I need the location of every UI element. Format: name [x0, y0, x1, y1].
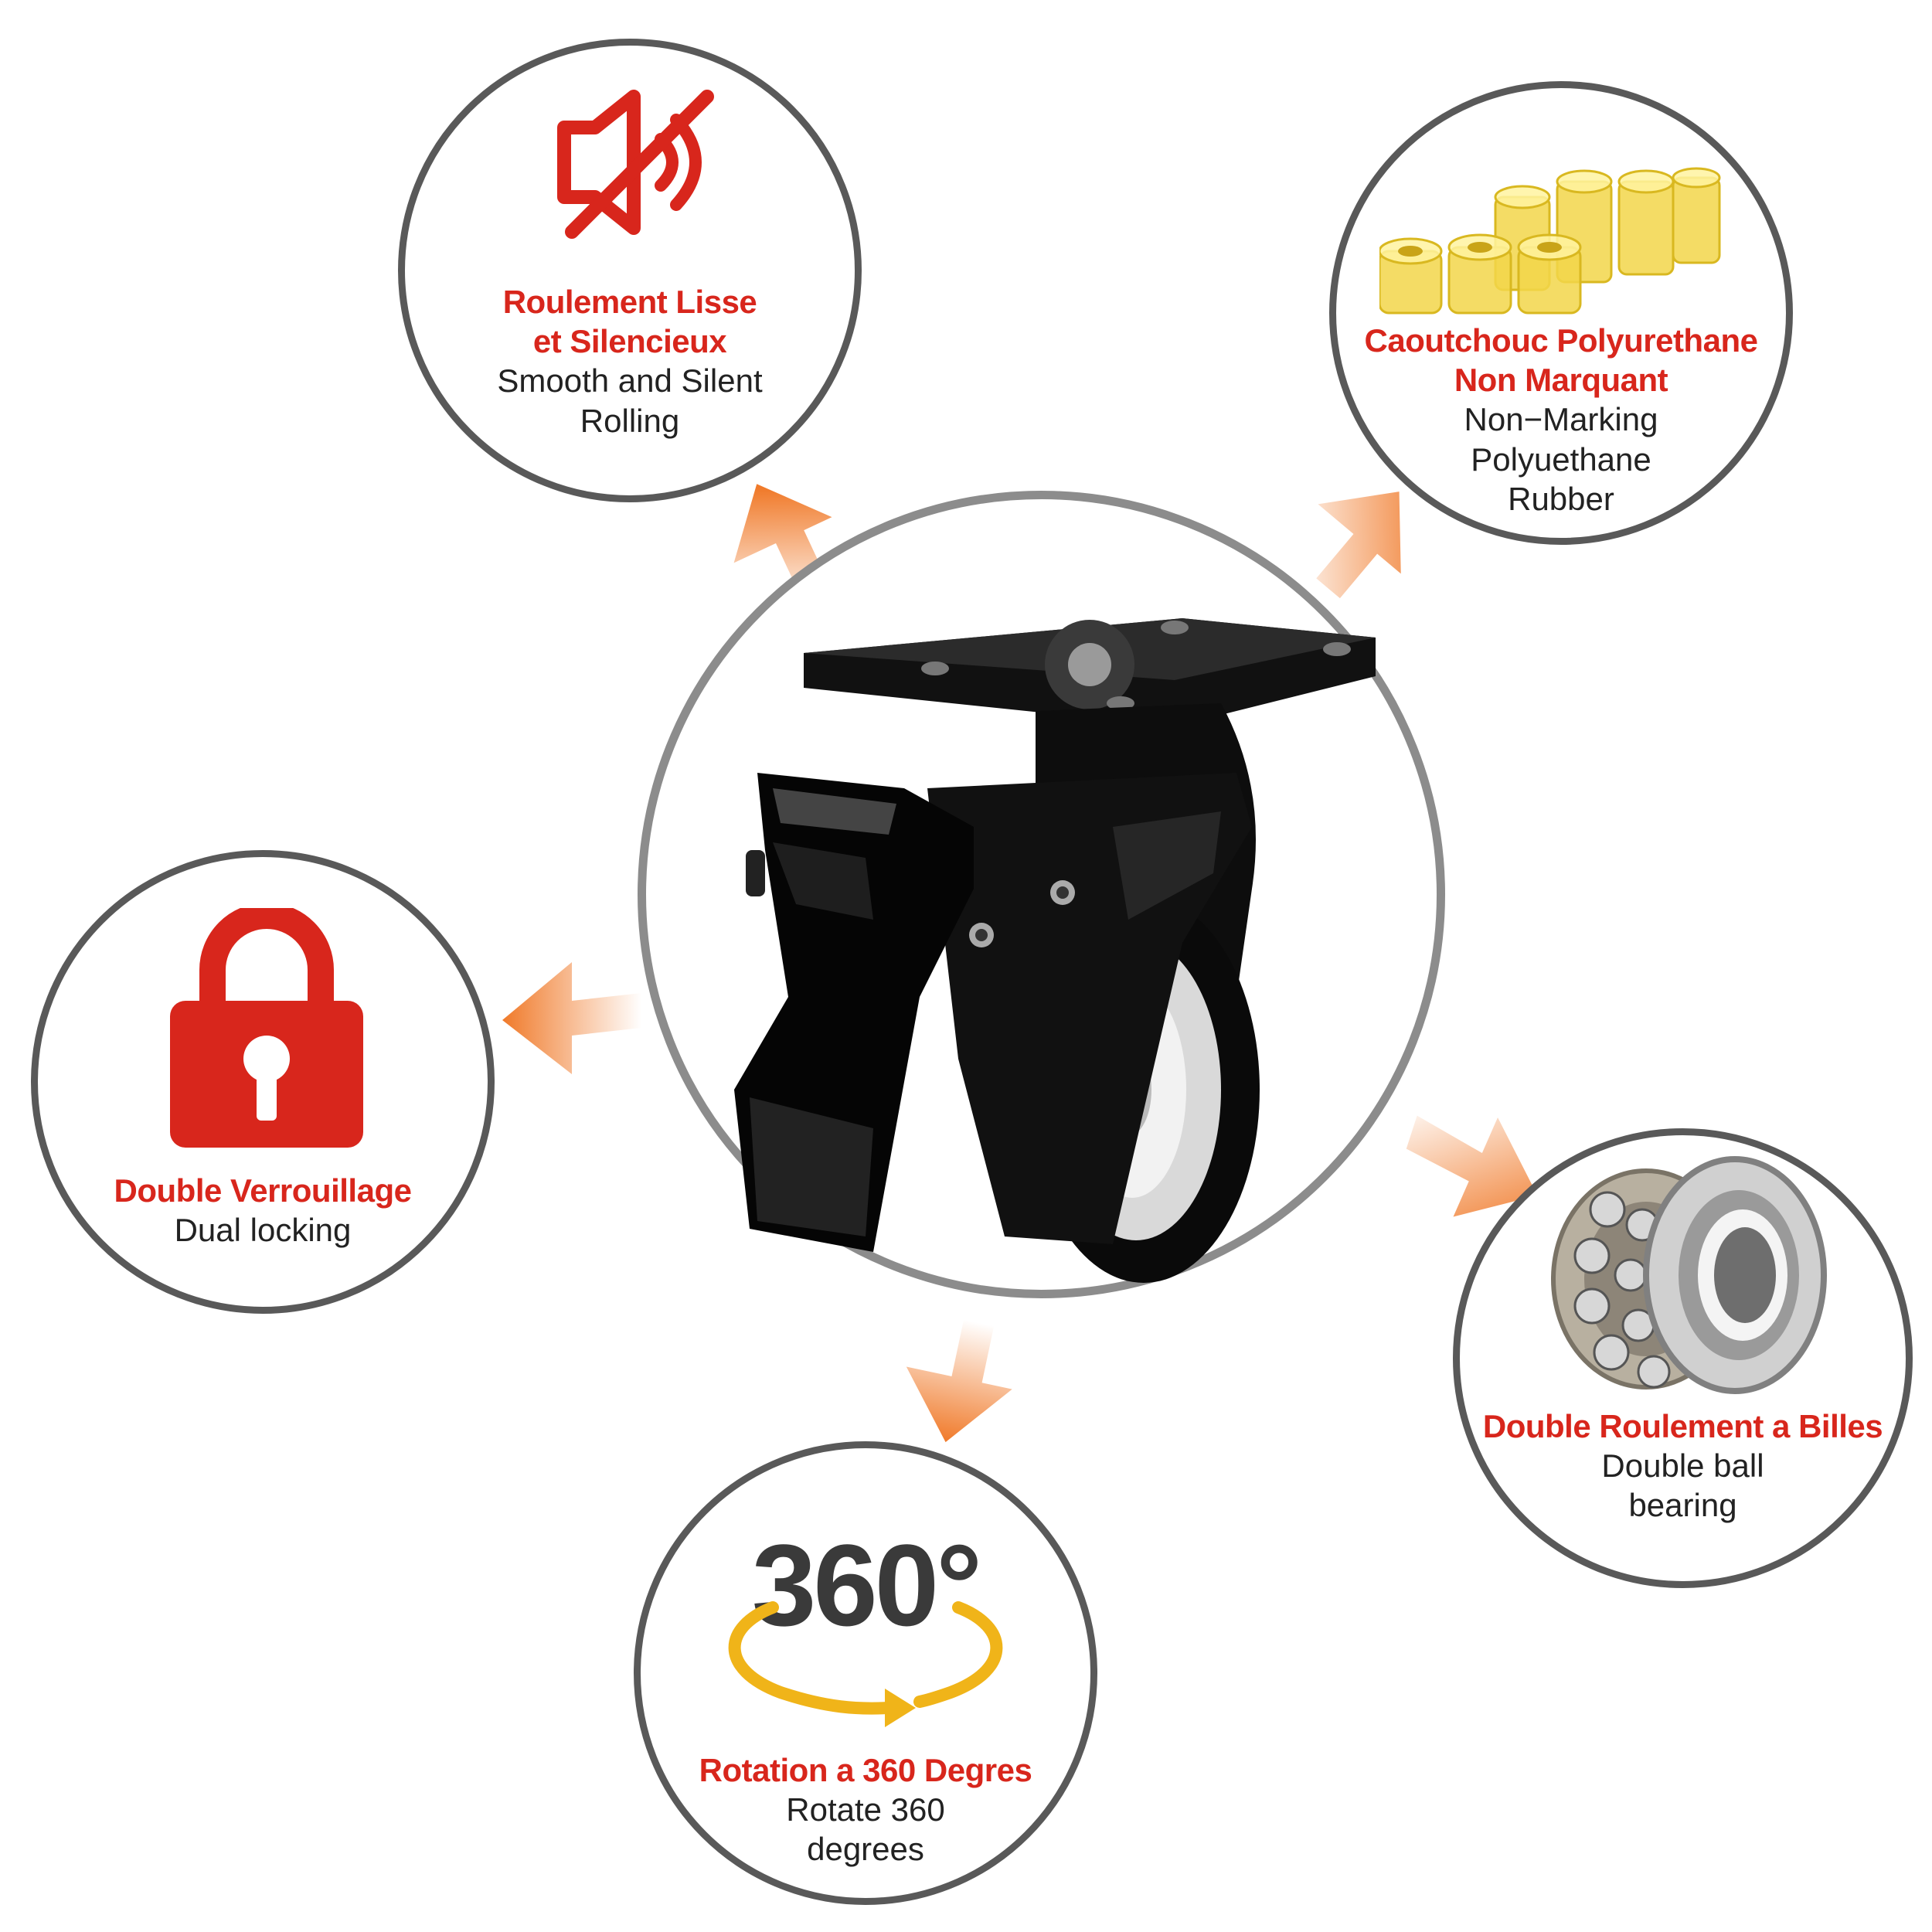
rubber-en-line3: Rubber	[1508, 480, 1614, 517]
rotate-360-icon	[728, 1601, 1003, 1727]
rubber-fr-line1: Caoutchouc Polyurethane	[1364, 322, 1758, 359]
rubber-fr-line2: Non Marquant	[1454, 362, 1668, 399]
swivel-caster-wheel-image	[734, 618, 1376, 1283]
bearing-text: Double Roulement a Billes Double ball be…	[1453, 1406, 1913, 1526]
rotation-circle	[634, 1441, 1097, 1905]
locking-en-line1: Dual locking	[174, 1212, 352, 1249]
locking-fr-line1: Double Verrouillage	[114, 1172, 412, 1209]
arrow-to-locking	[502, 962, 641, 1074]
arrow-to-bearing	[1406, 1115, 1538, 1217]
silent-fr-line1: Roulement Lisse	[502, 284, 757, 320]
rubber-en-line1: Non−Marking	[1464, 401, 1658, 438]
silent-en-line1: Smooth and Silent	[497, 362, 763, 400]
arrow-to-rubber	[1316, 492, 1401, 599]
silent-en-line2: Rolling	[580, 402, 680, 439]
silent-fr-line2: et Silencieux	[532, 323, 727, 360]
rubber-text: Caoutchouc Polyurethane Non Marquant Non…	[1337, 321, 1785, 519]
silent-rolling-text: Roulement Lisse et Silencieux Smooth and…	[421, 282, 838, 440]
rotate-360-badge: 360°	[751, 1520, 982, 1650]
locking-text: Double Verrouillage Dual locking	[54, 1171, 471, 1250]
bearing-fr-line1: Double Roulement a Billes	[1482, 1408, 1883, 1444]
bearing-en-line1: Double ball	[1601, 1447, 1764, 1485]
arrow-to-rotation	[906, 1319, 1012, 1443]
rotation-text: Rotation a 360 Degres Rotate 360 degrees	[657, 1750, 1074, 1869]
rotation-fr-line1: Rotation a 360 Degres	[699, 1752, 1032, 1788]
bearing-en-line2: bearing	[1628, 1487, 1737, 1524]
rubber-en-line2: Polyuethane	[1471, 440, 1651, 478]
rotation-en-line1: Rotate 360	[786, 1791, 945, 1828]
rotation-en-line2: degrees	[807, 1831, 924, 1868]
padlock-icon	[170, 908, 363, 1148]
mute-speaker-icon	[557, 90, 714, 239]
polyurethane-rubber-rings-image	[1379, 167, 1721, 315]
ball-bearing-image	[1551, 1156, 1827, 1394]
